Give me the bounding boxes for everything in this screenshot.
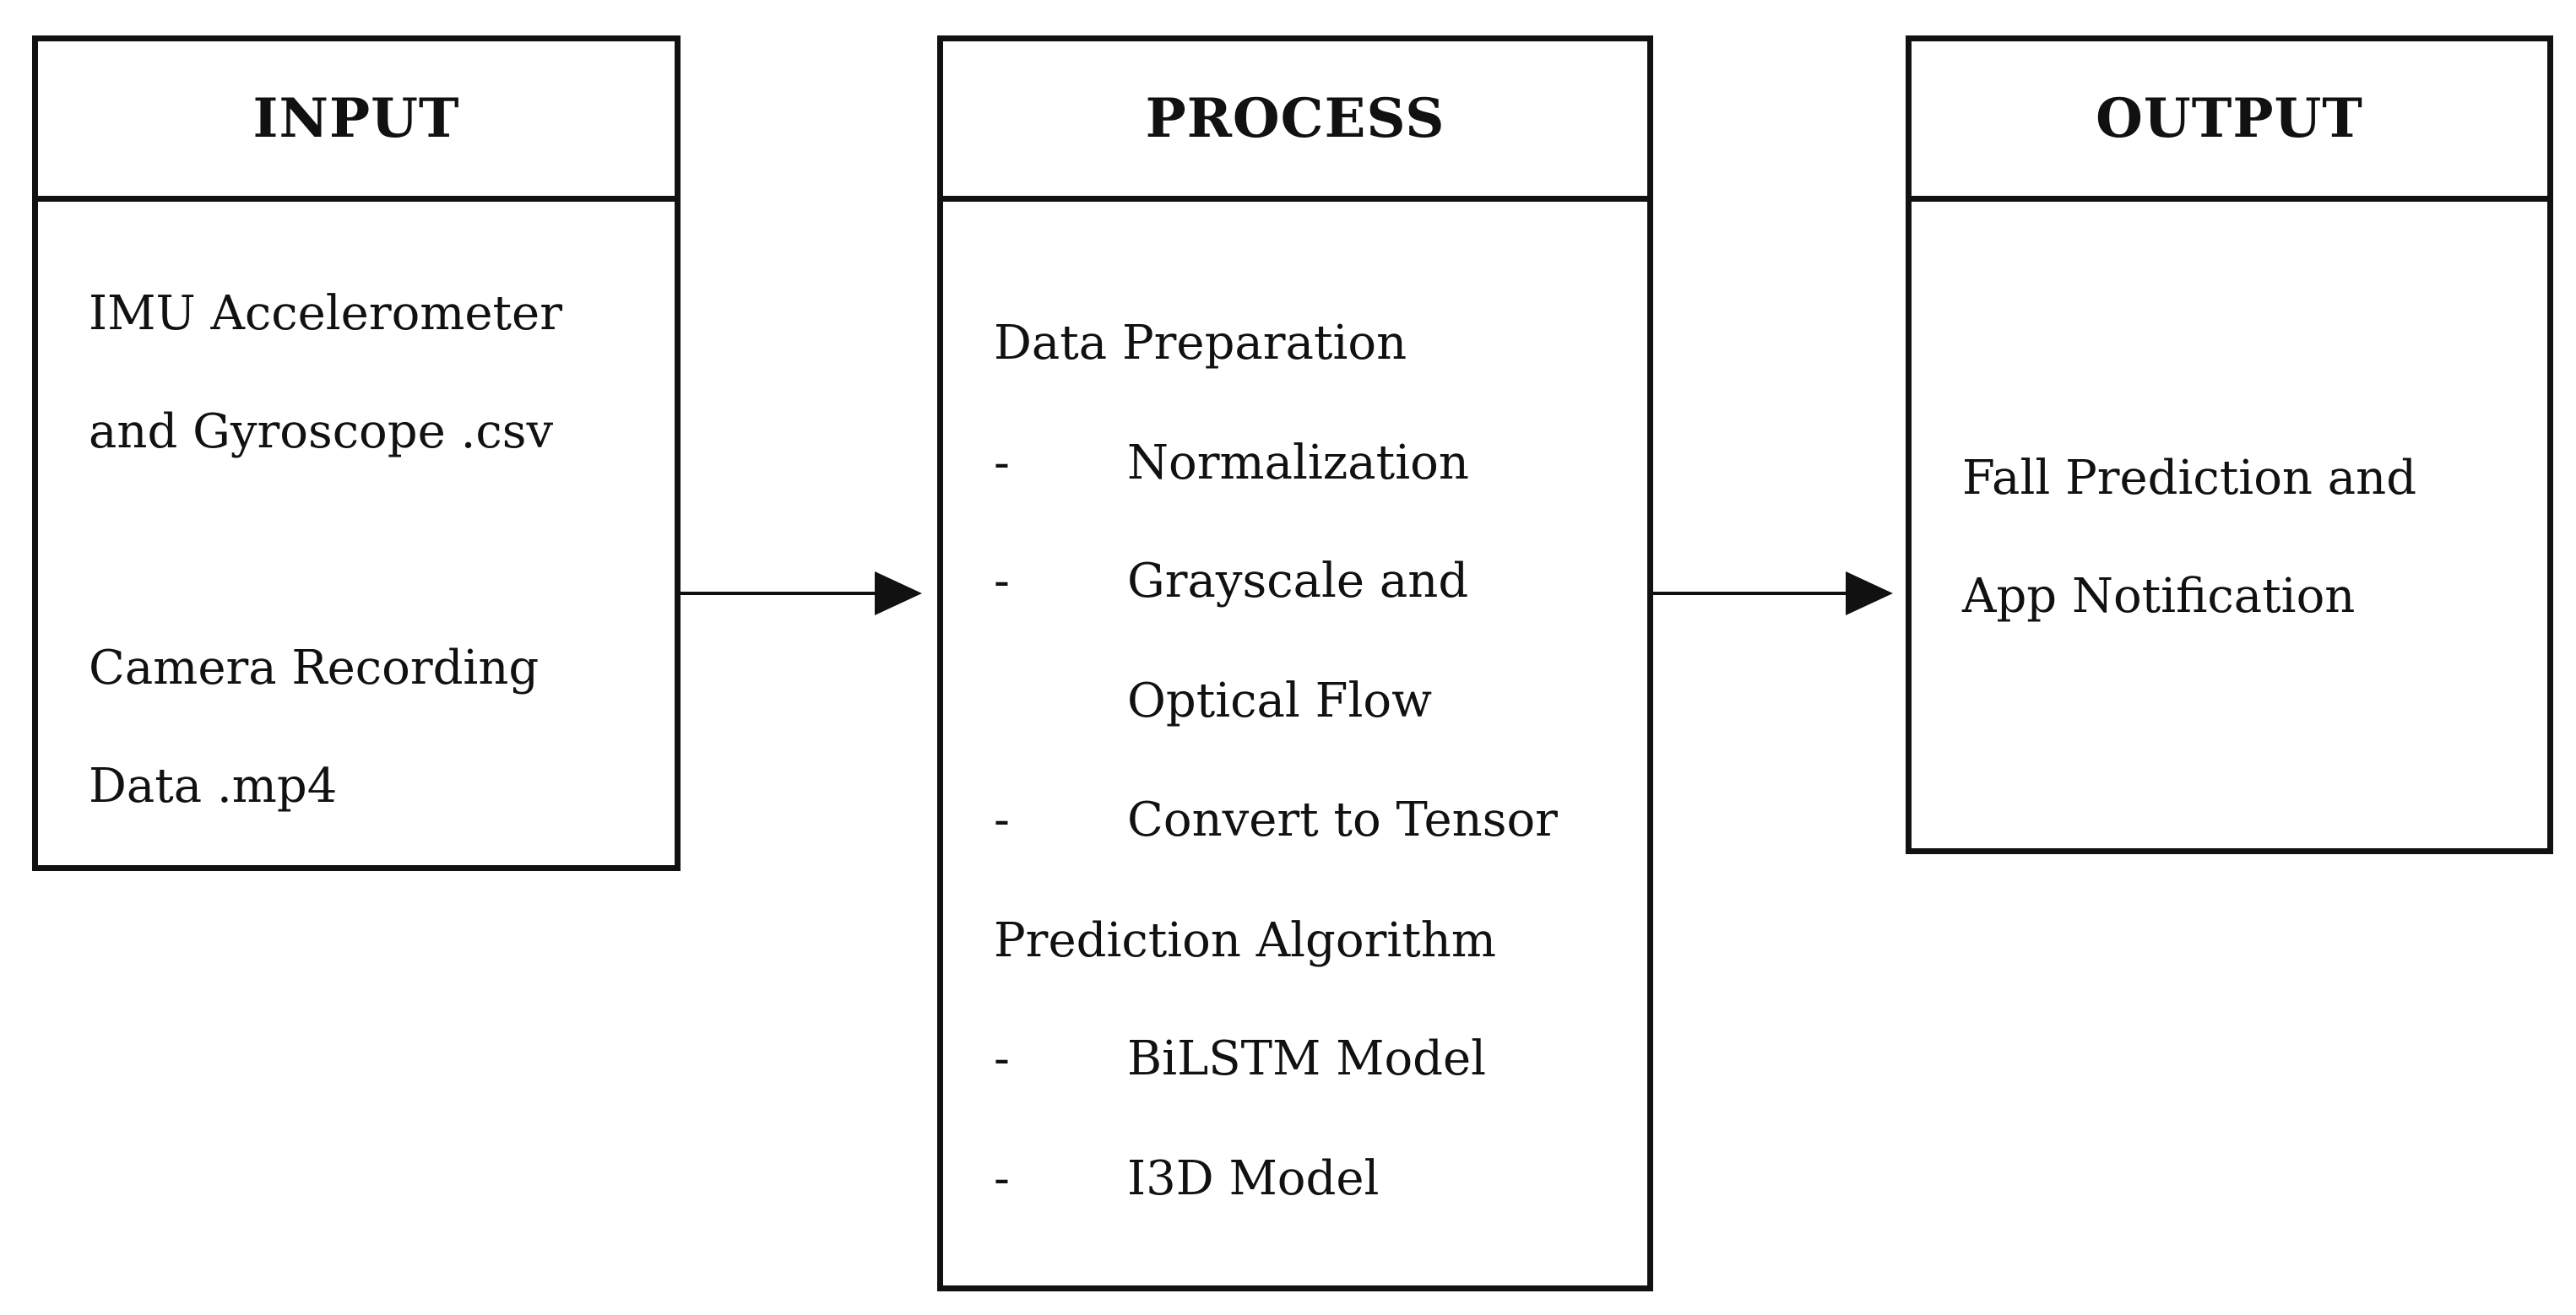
process-item: I3D Model xyxy=(1127,1151,1380,1206)
process-item: Optical Flow xyxy=(1127,674,1433,728)
output-box: OUTPUT Fall Prediction and App Notificat… xyxy=(1906,35,2553,854)
bullet-dash: - xyxy=(994,554,1010,609)
input-title: INPUT xyxy=(38,41,675,202)
process-item: Normalization xyxy=(1127,436,1469,490)
bullet-dash: - xyxy=(994,436,1010,490)
bullet-dash: - xyxy=(994,1151,1010,1206)
process-item: BiLSTM Model xyxy=(1127,1031,1487,1086)
input-body: IMU Accelerometer and Gyroscope .csv Cam… xyxy=(38,202,675,865)
process-section-data-preparation: Data Preparation xyxy=(994,316,1407,371)
output-title: OUTPUT xyxy=(1912,41,2547,202)
bullet-dash: - xyxy=(994,793,1010,847)
process-item: Grayscale and xyxy=(1127,554,1469,609)
bullet-dash: - xyxy=(994,1031,1010,1086)
output-line: Fall Prediction and xyxy=(1962,451,2417,506)
process-title: PROCESS xyxy=(943,41,1647,202)
process-box: PROCESS Data Preparation - Normalization… xyxy=(937,35,1653,1291)
arrow-input-to-process xyxy=(681,571,922,615)
input-line: Camera Recording xyxy=(89,641,540,695)
input-line: and Gyroscope .csv xyxy=(89,404,554,459)
output-line: App Notification xyxy=(1962,569,2356,624)
input-line: Data .mp4 xyxy=(89,759,338,814)
arrow-process-to-output xyxy=(1653,571,1893,615)
input-line: IMU Accelerometer xyxy=(89,286,562,341)
process-item: Convert to Tensor xyxy=(1127,793,1558,847)
process-body: Data Preparation - Normalization - Grays… xyxy=(943,202,1647,1285)
output-body: Fall Prediction and App Notification xyxy=(1912,202,2547,848)
process-section-prediction-algorithm: Prediction Algorithm xyxy=(994,913,1496,968)
input-box: INPUT IMU Accelerometer and Gyroscope .c… xyxy=(32,35,681,871)
